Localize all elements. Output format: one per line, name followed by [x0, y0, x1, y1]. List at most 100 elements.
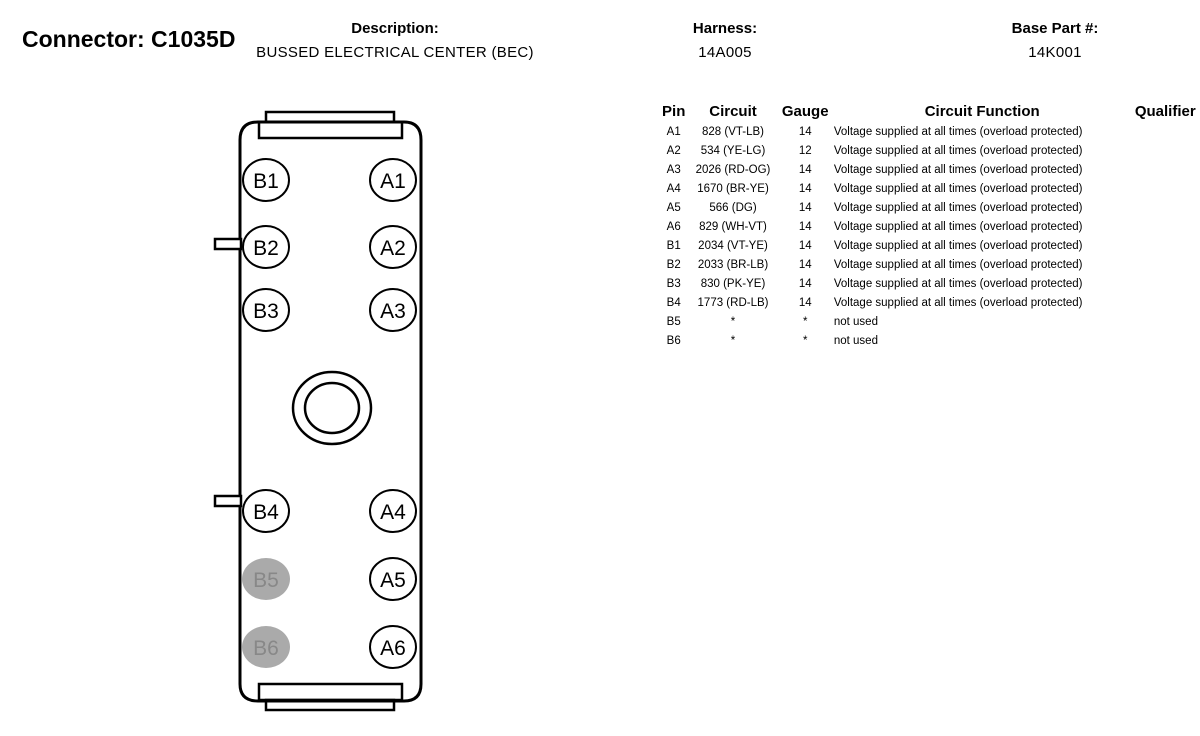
cell-qualifier — [1131, 160, 1200, 179]
table-header-row: Pin Circuit Gauge Circuit Function Quali… — [658, 100, 1200, 122]
cell-function: Voltage supplied at all times (overload … — [833, 201, 1083, 214]
header-circuit: Circuit — [709, 102, 757, 120]
cell-circuit: 1773 (RD-LB) — [697, 296, 769, 309]
pin-B2-label: B2 — [253, 237, 279, 260]
center-mounting-hole — [291, 370, 373, 446]
side-key-lower — [213, 494, 243, 508]
pin-B3-label: B3 — [253, 300, 279, 323]
cell-pin: B6 — [666, 334, 681, 347]
cell-pin: B4 — [666, 296, 681, 309]
cell-function: Voltage supplied at all times (overload … — [833, 182, 1083, 195]
cell-gauge: 14 — [798, 258, 812, 271]
pin-B5-outline — [242, 558, 290, 600]
pin-A2-label: A2 — [380, 237, 406, 260]
cell-circuit: 2034 (VT-YE) — [698, 239, 768, 252]
bottom-latch — [257, 682, 404, 712]
pin-B6: B6 — [242, 626, 290, 668]
cell-pin: B5 — [666, 315, 681, 328]
pin-A5-outline — [369, 557, 417, 601]
pin-A6-outline — [369, 625, 417, 669]
base-part-label: Base Part #: — [1011, 20, 1099, 37]
description-value: BUSSED ELECTRICAL CENTER (BEC) — [256, 44, 534, 61]
pin-B2-outline — [242, 225, 290, 269]
cell-qualifier — [1131, 141, 1200, 160]
cell-gauge: 14 — [798, 296, 812, 309]
cell-pin: A3 — [666, 163, 681, 176]
cell-function: Voltage supplied at all times (overload … — [833, 258, 1083, 271]
pin-A4: A4 — [369, 489, 417, 533]
connector-body-outline — [238, 120, 423, 703]
cell-gauge: 12 — [798, 144, 812, 157]
cell-circuit: 828 (VT-LB) — [702, 125, 764, 138]
top-latch — [257, 110, 404, 140]
cell-pin: B2 — [666, 258, 681, 271]
cell-pin: A5 — [666, 201, 681, 214]
header-pin: Pin — [662, 102, 686, 120]
cell-function: Voltage supplied at all times (overload … — [833, 239, 1083, 252]
harness-label: Harness: — [692, 20, 758, 37]
pin-B3-outline — [242, 288, 290, 332]
cell-circuit: 2033 (BR-LB) — [697, 258, 769, 271]
cell-qualifier — [1131, 198, 1200, 217]
pin-table: Pin Circuit Gauge Circuit Function Quali… — [658, 100, 1200, 350]
pin-A2-outline — [369, 225, 417, 269]
pin-A3-label: A3 — [380, 300, 406, 323]
pin-A6: A6 — [369, 625, 417, 669]
cell-gauge: 14 — [798, 125, 812, 138]
description-label: Description: — [351, 20, 439, 37]
cell-gauge: 14 — [798, 277, 812, 290]
pin-B4-outline — [242, 489, 290, 533]
cell-pin: B3 — [666, 277, 681, 290]
pin-B4-label: B4 — [253, 501, 279, 524]
base-part-value: 14K001 — [1028, 44, 1082, 61]
cell-gauge: 14 — [798, 163, 812, 176]
connector-face-diagram: B1 A1 B2 A2 B3 A3 B4 A4 B5 A5 B6 A6 — [213, 110, 423, 712]
cell-qualifier — [1131, 179, 1200, 198]
pin-B2: B2 — [242, 225, 290, 269]
cell-qualifier — [1131, 312, 1200, 331]
pin-B6-label: B6 — [253, 637, 279, 660]
cell-pin: A4 — [666, 182, 681, 195]
cell-pin: A1 — [666, 125, 681, 138]
pin-A1-outline — [369, 158, 417, 202]
header-gauge: Gauge — [781, 102, 829, 120]
cell-function: Voltage supplied at all times (overload … — [833, 144, 1083, 157]
side-key-upper — [213, 237, 243, 251]
pin-B4: B4 — [242, 489, 290, 533]
pin-B1-outline — [242, 158, 290, 202]
cell-function: not used — [833, 315, 878, 328]
pin-B6-outline — [242, 626, 290, 668]
cell-qualifier — [1131, 122, 1200, 141]
cell-qualifier — [1131, 293, 1200, 312]
table-row: B3 830 (PK-YE) 14 Voltage supplied at all t… — [658, 274, 1200, 293]
pin-A4-outline — [369, 489, 417, 533]
table-row: A1 828 (VT-LB) 14 Voltage supplied at all t… — [658, 122, 1200, 141]
cell-function: Voltage supplied at all times (overload … — [833, 296, 1083, 309]
table-row: B4 1773 (RD-LB) 14 Voltage supplied at all … — [658, 293, 1200, 312]
pin-A2: A2 — [369, 225, 417, 269]
header-qualifier: Qualifier — [1134, 102, 1196, 120]
cell-circuit: 829 (WH-VT) — [699, 220, 767, 233]
cell-gauge: * — [802, 334, 808, 347]
cell-gauge: * — [802, 315, 808, 328]
cell-gauge: 14 — [798, 220, 812, 233]
cell-circuit: * — [730, 334, 736, 347]
cell-circuit: 1670 (BR-YE) — [697, 182, 769, 195]
cell-function: Voltage supplied at all times (overload … — [833, 125, 1083, 138]
pin-B1-label: B1 — [253, 170, 279, 193]
cell-function: Voltage supplied at all times (overload … — [833, 277, 1083, 290]
harness-value: 14A005 — [698, 44, 752, 61]
pin-A4-label: A4 — [380, 501, 406, 524]
cell-function: Voltage supplied at all times (overload … — [833, 220, 1083, 233]
pin-B3: B3 — [242, 288, 290, 332]
cell-circuit: * — [730, 315, 736, 328]
cell-circuit: 830 (PK-YE) — [700, 277, 766, 290]
cell-circuit: 566 (DG) — [709, 201, 757, 214]
cell-pin: A2 — [666, 144, 681, 157]
cell-gauge: 14 — [798, 182, 812, 195]
